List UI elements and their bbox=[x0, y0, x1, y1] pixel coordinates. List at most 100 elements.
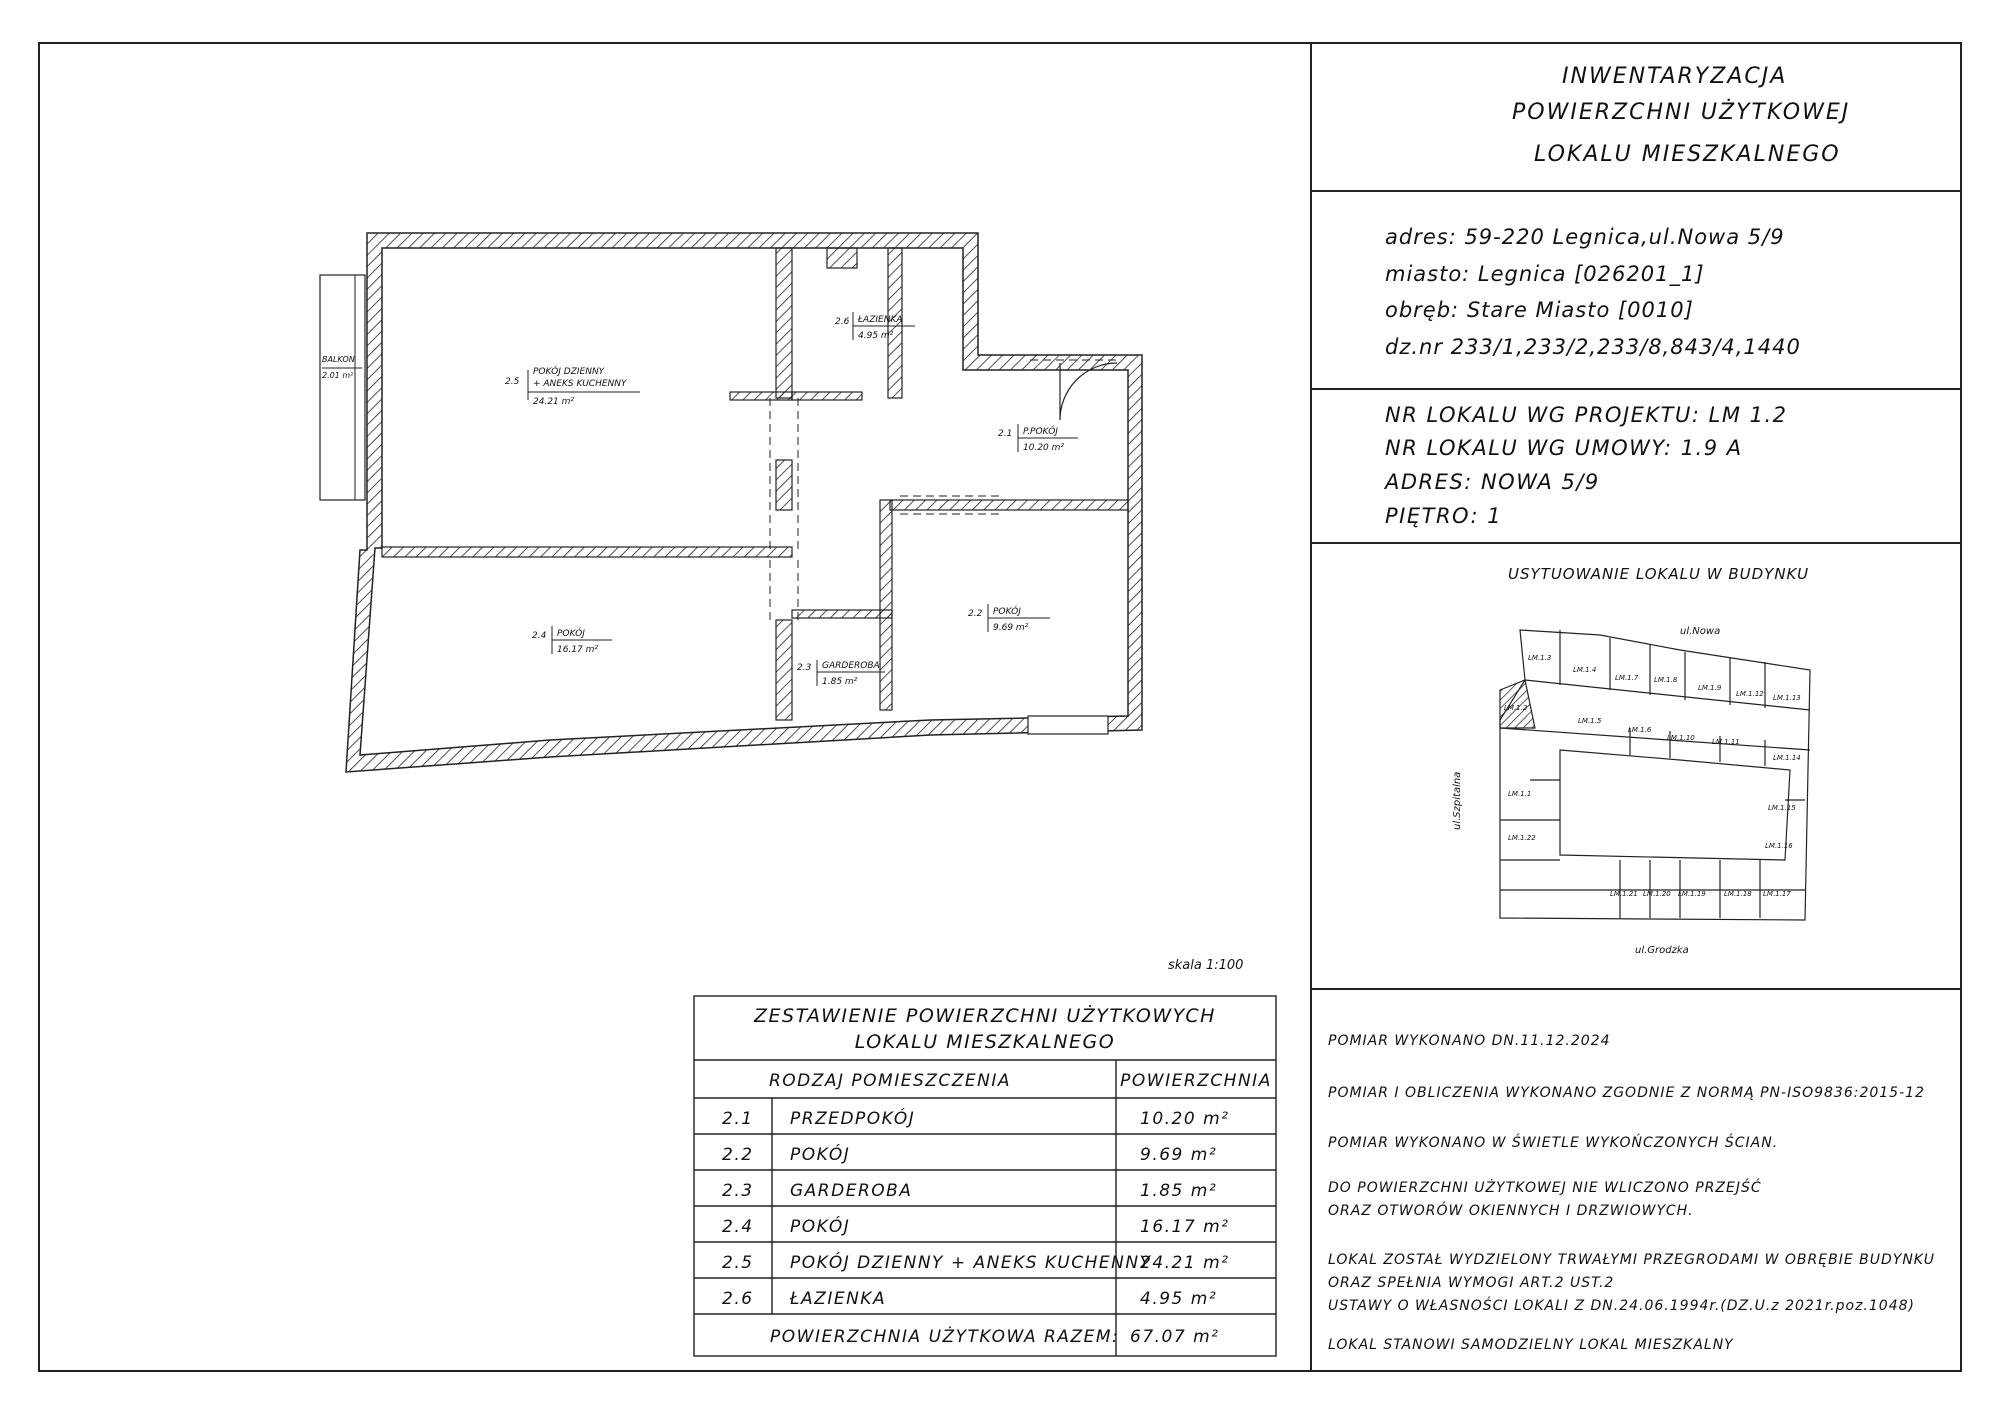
unit-label: LM.1.1 bbox=[1508, 790, 1531, 798]
row-area: 24.21 m² bbox=[1140, 1253, 1229, 1273]
unit-label: LM.1.8 bbox=[1654, 676, 1678, 684]
room-number: 2.2 bbox=[968, 609, 983, 619]
shaft bbox=[826, 247, 858, 269]
room-area: 4.95 m² bbox=[858, 331, 894, 341]
location-map: LM.1.3 LM.1.4 LM.1.7 LM.1.8 LM.1.9 LM.1.… bbox=[1452, 626, 1811, 956]
unit-label: LM.1.9 bbox=[1698, 684, 1722, 692]
column-header: RODZAJ POMIESZCZENIA bbox=[769, 1071, 1011, 1091]
row-number: 2.2 bbox=[722, 1145, 754, 1165]
balcony bbox=[319, 274, 366, 501]
room-number: 2.1 bbox=[998, 429, 1012, 439]
location-heading: USYTUOWANIE LOKALU W BUDYNKU bbox=[1508, 565, 1810, 583]
unit-label: LM.1.14 bbox=[1773, 754, 1801, 762]
column-header: POWIERZCHNIA bbox=[1120, 1071, 1272, 1091]
room-area: 24.21 m² bbox=[533, 397, 574, 407]
row-area: 9.69 m² bbox=[1140, 1145, 1217, 1165]
street-label-szpitalna: ul.Szpitalna bbox=[1452, 772, 1463, 830]
room-name: ŁAZIENKA bbox=[857, 315, 903, 325]
unit-label: LM.1.4 bbox=[1573, 666, 1596, 674]
window bbox=[1027, 715, 1109, 735]
row-number: 2.5 bbox=[722, 1253, 754, 1273]
address-line: adres: 59-220 Legnica,ul.Nowa 5/9 bbox=[1385, 225, 1785, 249]
unit-label: LM.1.13 bbox=[1773, 694, 1801, 702]
room-number: 2.4 bbox=[532, 631, 547, 641]
row-name: POKÓJ bbox=[790, 1143, 850, 1165]
title-line: INWENTARYZACJA bbox=[1562, 64, 1788, 89]
unit-contract-number: NR LOKALU WG UMOWY: 1.9 A bbox=[1385, 436, 1743, 460]
interior-wall bbox=[879, 499, 893, 711]
interior-wall bbox=[381, 546, 793, 558]
table-title: LOKALU MIESZKALNEGO bbox=[855, 1031, 1115, 1053]
total-value: 67.07 m² bbox=[1130, 1327, 1219, 1347]
note-line: POMIAR I OBLICZENIA WYKONANO ZGODNIE Z N… bbox=[1328, 1085, 1925, 1101]
divider bbox=[1310, 388, 1962, 390]
unit-label: LM.1.5 bbox=[1578, 717, 1602, 725]
room-area: 10.20 m² bbox=[1023, 443, 1064, 453]
unit-floor: PIĘTRO: 1 bbox=[1385, 504, 1503, 528]
table-title: ZESTAWIENIE POWIERZCHNI UŻYTKOWYCH bbox=[753, 1004, 1216, 1027]
interior-wall bbox=[791, 609, 893, 619]
row-number: 2.6 bbox=[722, 1289, 754, 1309]
title-block-divider bbox=[1310, 42, 1312, 1372]
unit-label: LM.1.2 bbox=[1504, 704, 1528, 712]
unit-label: LM.1.10 bbox=[1667, 734, 1695, 742]
unit-label: LM.1.12 bbox=[1736, 690, 1764, 698]
unit-label: LM.1.6 bbox=[1628, 726, 1652, 734]
row-name: GARDEROBA bbox=[790, 1181, 912, 1201]
note-line: POMIAR WYKONANO DN.11.12.2024 bbox=[1328, 1033, 1611, 1049]
room-name: + ANEKS KUCHENNY bbox=[533, 379, 628, 389]
note-line: POMIAR WYKONANO W ŚWIETLE WYKOŃCZONYCH Ś… bbox=[1328, 1135, 1779, 1151]
note-line: DO POWIERZCHNI UŻYTKOWEJ NIE WLICZONO PR… bbox=[1328, 1180, 1762, 1196]
title-line: LOKALU MIESZKALNEGO bbox=[1534, 142, 1841, 167]
street-label-nowa: ul.Nowa bbox=[1680, 626, 1720, 637]
interior-wall bbox=[889, 499, 1129, 511]
interior-wall bbox=[887, 247, 903, 399]
unit-label: LM.1.18 bbox=[1724, 890, 1752, 898]
balcony-label: BALKON bbox=[322, 355, 355, 364]
unit-address: ADRES: NOWA 5/9 bbox=[1385, 470, 1600, 494]
room-number: 2.6 bbox=[835, 317, 850, 327]
unit-label: LM.1.20 bbox=[1643, 890, 1671, 898]
title-line: POWIERZCHNI UŻYTKOWEJ bbox=[1512, 100, 1851, 125]
row-number: 2.3 bbox=[722, 1181, 754, 1201]
precinct-line: obręb: Stare Miasto [0010] bbox=[1385, 298, 1694, 322]
room-area: 9.69 m² bbox=[993, 623, 1029, 633]
row-area: 4.95 m² bbox=[1140, 1289, 1217, 1309]
unit-label: LM.1.7 bbox=[1615, 674, 1639, 682]
interior-wall bbox=[775, 459, 793, 511]
note-line: LOKAL STANOWI SAMODZIELNY LOKAL MIESZKAL… bbox=[1328, 1337, 1734, 1353]
scale-label: skala 1:100 bbox=[1168, 958, 1244, 973]
row-area: 1.85 m² bbox=[1140, 1181, 1217, 1201]
room-name: POKÓJ bbox=[993, 605, 1021, 617]
unit-label: LM.1.19 bbox=[1678, 890, 1706, 898]
room-number: 2.3 bbox=[797, 663, 812, 673]
room-area: 16.17 m² bbox=[557, 645, 598, 655]
unit-project-number: NR LOKALU WG PROJEKTU: LM 1.2 bbox=[1385, 403, 1788, 427]
row-number: 2.4 bbox=[722, 1217, 754, 1237]
row-name: ŁAZIENKA bbox=[789, 1289, 886, 1309]
note-line: USTAWY O WŁASNOŚCI LOKALI Z DN.24.06.199… bbox=[1328, 1298, 1915, 1314]
row-number: 2.1 bbox=[722, 1109, 754, 1129]
unit-label: LM.1.22 bbox=[1508, 834, 1536, 842]
room-name: POKÓJ bbox=[557, 627, 585, 639]
interior-wall bbox=[775, 247, 793, 399]
unit-label: LM.1.17 bbox=[1763, 890, 1791, 898]
row-name: PRZEDPOKÓJ bbox=[790, 1107, 915, 1129]
unit-label: LM.1.21 bbox=[1610, 890, 1638, 898]
note-line: ORAZ OTWORÓW OKIENNYCH I DRZWIOWYCH. bbox=[1328, 1203, 1694, 1219]
balcony-area: 2.01 m² bbox=[322, 371, 354, 380]
unit-label: LM.1.11 bbox=[1712, 738, 1740, 746]
unit-label: LM.1.15 bbox=[1768, 804, 1796, 812]
divider bbox=[1310, 988, 1962, 990]
room-name: POKÓJ DZIENNY bbox=[533, 365, 606, 377]
parcel-line: dz.nr 233/1,233/2,233/8,843/4,1440 bbox=[1385, 335, 1801, 359]
note-line: LOKAL ZOSTAŁ WYDZIELONY TRWAŁYMI PRZEGRO… bbox=[1328, 1252, 1935, 1268]
floor-plan: 2.5 POKÓJ DZIENNY + ANEKS KUCHENNY 24.21… bbox=[319, 232, 1143, 773]
row-area: 10.20 m² bbox=[1140, 1109, 1229, 1129]
total-label: POWIERZCHNIA UŻYTKOWA RAZEM: bbox=[770, 1326, 1119, 1347]
note-line: ORAZ SPEŁNIA WYMOGI ART.2 UST.2 bbox=[1328, 1275, 1615, 1291]
room-number: 2.5 bbox=[505, 377, 520, 387]
entry-door bbox=[1059, 362, 1118, 421]
room-area: 1.85 m² bbox=[822, 677, 858, 687]
city-line: miasto: Legnica [026201_1] bbox=[1385, 262, 1705, 286]
